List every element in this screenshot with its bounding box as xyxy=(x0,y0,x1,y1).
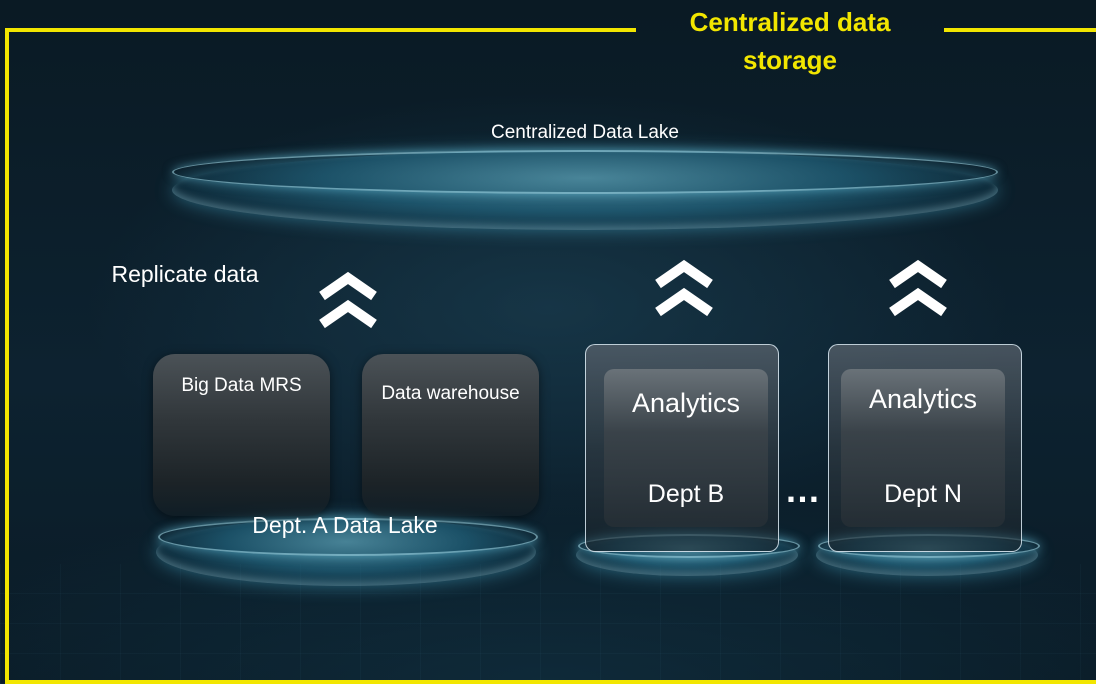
big-data-mrs-label: Big Data MRS xyxy=(181,375,302,396)
dept-n-label: Dept N xyxy=(884,480,962,508)
double-chevron-up-icon xyxy=(319,271,377,329)
data-warehouse-box: Data warehouse xyxy=(362,354,539,516)
frame-border-left xyxy=(5,28,9,684)
dept-n-panel: Analytics Dept N xyxy=(828,344,1022,552)
frame-border-top-right xyxy=(944,28,1096,32)
dept-a-lake-rim xyxy=(158,518,538,556)
dept-b-panel: Analytics Dept B xyxy=(585,344,779,552)
central-lake-label: Centralized Data Lake xyxy=(491,122,679,143)
frame-title: Centralized data storage xyxy=(689,7,891,75)
big-data-mrs-box: Big Data MRS xyxy=(153,354,330,516)
dept-b-analytics-label: Analytics xyxy=(631,388,741,418)
double-chevron-up-icon xyxy=(889,259,947,317)
background-grid xyxy=(0,564,1096,684)
frame-border-top-left xyxy=(5,28,636,32)
replicate-data-label: Replicate data xyxy=(111,261,259,287)
dept-b-analytics-box: Analytics Dept B xyxy=(604,369,768,527)
dept-b-label: Dept B xyxy=(647,480,725,508)
dept-a-lake-label: Dept. A Data Lake xyxy=(252,512,438,538)
central-lake-rim xyxy=(172,150,998,194)
ellipsis: … xyxy=(784,469,822,510)
dept-n-analytics-label: Analytics xyxy=(868,384,978,414)
double-chevron-up-icon xyxy=(655,259,713,317)
data-warehouse-label: Data warehouse xyxy=(381,383,520,404)
frame-border-bottom xyxy=(5,680,1096,684)
dept-n-analytics-box: Analytics Dept N xyxy=(841,369,1005,527)
